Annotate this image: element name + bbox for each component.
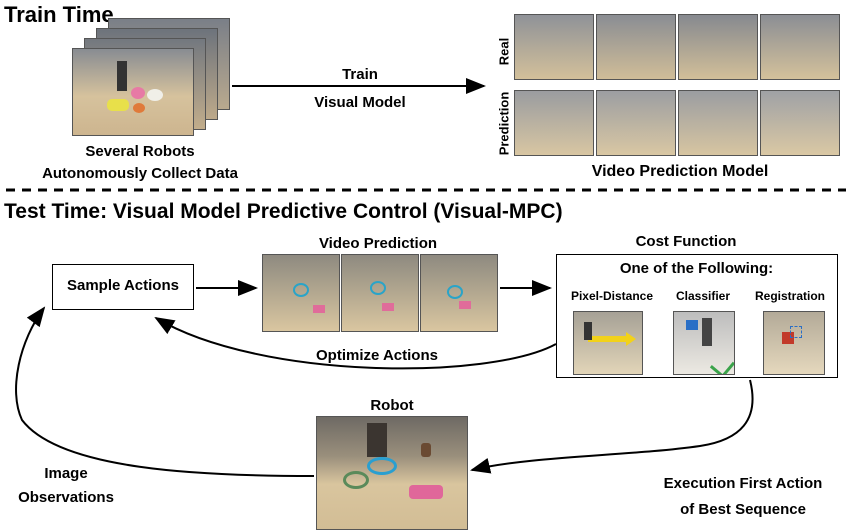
train-arrow-label-1: Train <box>342 66 378 83</box>
optimize-actions-arrow <box>154 316 557 370</box>
observations-arrow <box>15 306 315 477</box>
robots-caption-line2: Autonomously Collect Data <box>42 165 238 182</box>
real-frame-4 <box>760 14 840 80</box>
pixel-distance-image <box>573 311 643 375</box>
execution-label-line1: Execution First Action <box>663 475 823 492</box>
sample-actions-box: Sample Actions <box>52 264 194 310</box>
train-arrow-label-2: Visual Model <box>314 94 406 111</box>
video-model-caption: Video Prediction Model <box>591 163 769 180</box>
video-prediction-frames <box>262 254 498 332</box>
registration-image <box>763 311 825 375</box>
train-time-title: Train Time <box>4 2 114 27</box>
classifier-image <box>673 311 735 375</box>
image-observations-line1: Image <box>44 465 88 482</box>
registration-label: Registration <box>754 289 825 303</box>
execution-label-line2: of Best Sequence <box>680 501 806 518</box>
image-observations-line2: Observations <box>18 489 114 506</box>
one-of-following-label: One of the Following: <box>619 260 774 277</box>
robots-caption-line1: Several Robots <box>85 143 195 160</box>
robot-label: Robot <box>370 397 414 414</box>
optimize-actions-label: Optimize Actions <box>316 347 438 364</box>
pixel-distance-label: Pixel-Distance <box>570 289 654 303</box>
pred-frame-4 <box>760 90 840 156</box>
robots-photo-stack <box>72 18 232 136</box>
cost-function-label: Cost Function <box>635 233 737 250</box>
real-frame-2 <box>596 14 676 80</box>
pred-frame-2 <box>596 90 676 156</box>
pred-frame-1 <box>514 90 594 156</box>
cost-function-box: One of the Following: Pixel-Distance Cla… <box>556 254 838 378</box>
video-prediction-label: Video Prediction <box>318 235 438 252</box>
real-frame-1 <box>514 14 594 80</box>
video-prediction-grid <box>514 14 842 156</box>
classifier-label: Classifier <box>675 289 731 303</box>
real-frame-3 <box>678 14 758 80</box>
pred-frame-3 <box>678 90 758 156</box>
robot-photo <box>316 416 468 530</box>
execution-arrow <box>470 379 754 474</box>
test-time-title: Test Time: Visual Model Predictive Contr… <box>4 200 563 223</box>
